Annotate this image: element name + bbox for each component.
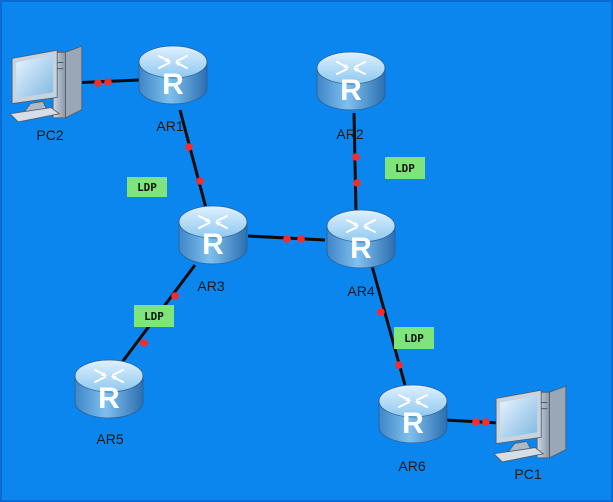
router-label-ar4: AR4 [347, 283, 374, 299]
port-pc2-1 [94, 79, 102, 87]
port-markers [94, 78, 490, 426]
ldp-tag-ar2-ar4: LDP [385, 157, 425, 179]
router-icon [177, 204, 249, 266]
port-ar3ar4-1 [283, 235, 291, 243]
port-ar3ar5-2 [140, 339, 148, 347]
port-pc2-2 [104, 78, 112, 86]
port-ar3ar5-1 [171, 292, 179, 300]
router-label-ar5: AR5 [96, 431, 123, 447]
router-ar1[interactable]: AR1 [137, 44, 209, 134]
router-ar6[interactable]: AR6 [377, 383, 449, 474]
pc-pc2[interactable]: PC2 [9, 45, 83, 143]
pc-label-pc2: PC2 [36, 127, 63, 143]
router-label-ar1: AR1 [156, 118, 183, 134]
ldp-tag-ar1-ar3: LDP [127, 177, 167, 197]
ldp-tag-ar3-ar5: LDP [134, 305, 174, 327]
pc-pc1[interactable]: PC1 [493, 385, 567, 482]
port-ar2-2 [353, 179, 361, 187]
port-ar1-1 [185, 143, 193, 151]
router-icon [315, 50, 387, 112]
router-label-ar3: AR3 [197, 278, 224, 294]
router-icon [137, 44, 209, 106]
port-ar2-1 [352, 153, 360, 161]
port-ar4ar6-1 [377, 308, 385, 316]
router-label-ar6: AR6 [398, 458, 425, 474]
link-ar2-ar4[interactable] [352, 112, 358, 213]
port-ar3ar4-2 [297, 235, 305, 243]
router-ar5[interactable]: AR5 [73, 358, 145, 447]
ldp-tag-label: LDP [137, 181, 157, 194]
pc-label-pc1: PC1 [514, 466, 541, 482]
router-ar2[interactable]: AR2 [315, 50, 387, 142]
link-ar1-ar3[interactable] [178, 109, 209, 213]
ldp-tag-label: LDP [144, 310, 164, 323]
router-icon [377, 383, 449, 445]
port-pc1-2 [482, 418, 490, 426]
ldp-tag-label: LDP [395, 162, 415, 175]
ldp-tag-label: LDP [404, 332, 424, 345]
router-label-ar2: AR2 [336, 126, 363, 142]
router-icon [73, 358, 145, 420]
port-pc1-1 [472, 418, 480, 426]
router-ar4[interactable]: AR4 [325, 208, 397, 299]
port-ar1-2 [196, 177, 204, 185]
router-icon [325, 208, 397, 270]
port-ar4ar6-2 [395, 361, 403, 369]
ldp-tag-ar4-ar6: LDP [394, 327, 434, 349]
router-ar3[interactable]: AR3 [177, 204, 249, 294]
